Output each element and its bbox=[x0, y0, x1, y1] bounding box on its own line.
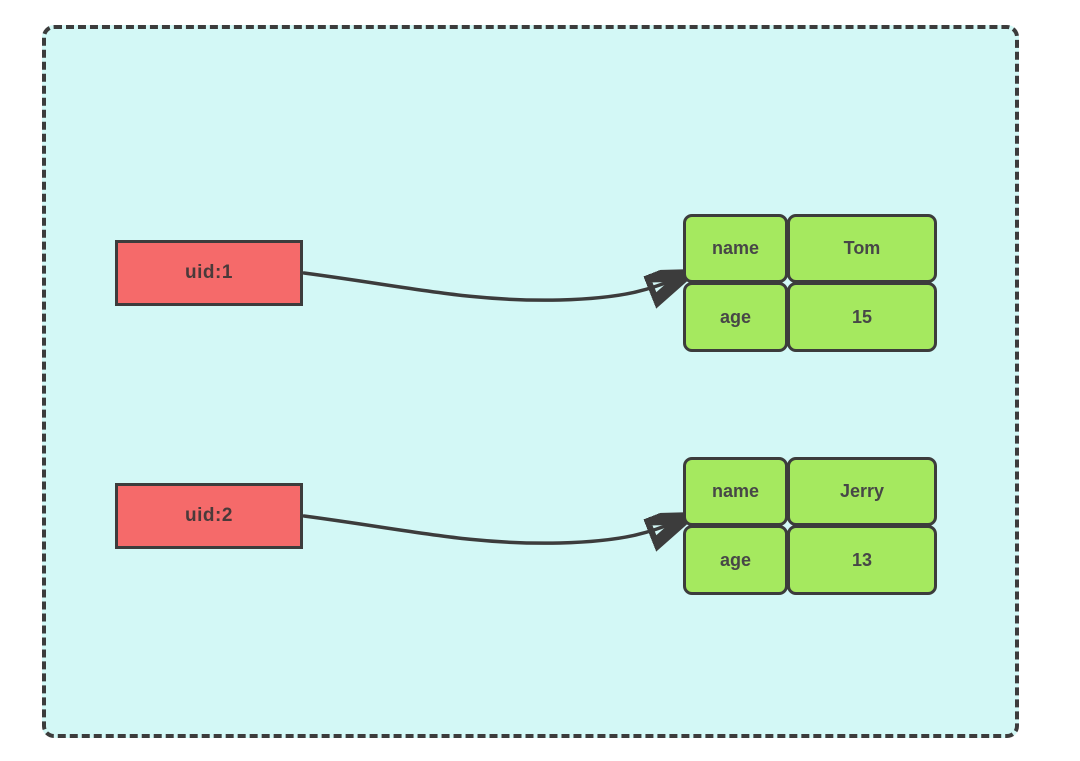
key-label: uid:1 bbox=[185, 262, 233, 283]
key-box-uid2: uid:2 bbox=[115, 483, 303, 549]
value-cell: 15 bbox=[787, 282, 937, 352]
field-cell: name bbox=[683, 214, 788, 283]
value-cell: 13 bbox=[787, 525, 937, 595]
dashed-canvas bbox=[42, 25, 1019, 738]
key-label: uid:2 bbox=[185, 505, 233, 526]
field-cell: age bbox=[683, 282, 788, 352]
hash-table-uid1: name Tom age 15 bbox=[683, 214, 937, 352]
field-cell: age bbox=[683, 525, 788, 595]
value-cell: Jerry bbox=[787, 457, 937, 526]
value-cell: Tom bbox=[787, 214, 937, 283]
key-box-uid1: uid:1 bbox=[115, 240, 303, 306]
hash-table-uid2: name Jerry age 13 bbox=[683, 457, 937, 595]
field-cell: name bbox=[683, 457, 788, 526]
